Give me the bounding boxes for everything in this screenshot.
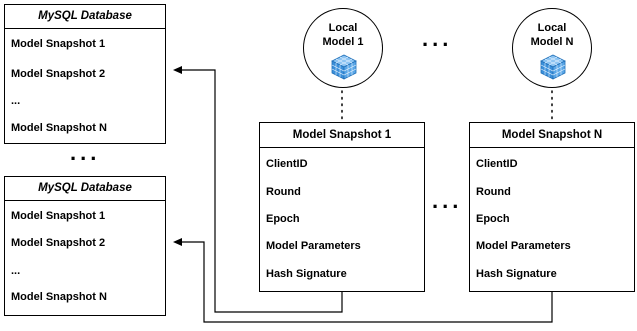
local-model-label: Model N bbox=[530, 36, 574, 48]
database-row: Model Snapshot N bbox=[11, 122, 107, 134]
local-model-label: Local bbox=[328, 22, 358, 34]
snapshot-field: Epoch bbox=[266, 213, 300, 225]
local-model-label: Model 1 bbox=[322, 36, 364, 48]
local-model-n: Local Model N bbox=[512, 8, 592, 88]
snapshot-field: Epoch bbox=[476, 213, 510, 225]
database-separator: ... bbox=[70, 140, 101, 165]
arrowhead-db2 bbox=[173, 238, 182, 246]
cube-icon bbox=[331, 54, 357, 80]
database-row: ... bbox=[11, 265, 21, 277]
cube-icon bbox=[540, 54, 566, 80]
snapshot-title: Model Snapshot N bbox=[470, 123, 634, 148]
snapshot-field: ClientID bbox=[476, 158, 518, 170]
mysql-database-2: MySQL Database Model Snapshot 1 Model Sn… bbox=[4, 176, 166, 316]
arrowhead-db1 bbox=[173, 66, 182, 74]
database-title: MySQL Database bbox=[5, 5, 165, 29]
arrow-snapshotN-to-db2 bbox=[180, 241, 553, 323]
database-row: Model Snapshot 1 bbox=[11, 38, 106, 50]
database-row: Model Snapshot 2 bbox=[11, 237, 106, 249]
snapshot-field: Round bbox=[266, 186, 301, 198]
database-row: Model Snapshot 1 bbox=[11, 210, 106, 222]
snapshot-field: Model Parameters bbox=[476, 240, 571, 252]
database-row: ... bbox=[11, 95, 21, 107]
snapshot-title: Model Snapshot 1 bbox=[260, 123, 424, 148]
snapshot-field: Model Parameters bbox=[266, 240, 361, 252]
models-separator: ... bbox=[422, 26, 453, 51]
database-row: Model Snapshot 2 bbox=[11, 68, 106, 80]
model-snapshot-n: Model Snapshot N ClientID Round Epoch Mo… bbox=[469, 122, 635, 292]
snapshots-separator: ... bbox=[432, 188, 463, 213]
arrow-snapshot1-to-db1 bbox=[180, 69, 343, 313]
snapshot-field: Hash Signature bbox=[266, 268, 347, 280]
local-model-1: Local Model 1 bbox=[303, 8, 383, 88]
local-model-label: Local bbox=[537, 22, 567, 34]
model-snapshot-1: Model Snapshot 1 ClientID Round Epoch Mo… bbox=[259, 122, 425, 292]
snapshot-field: Round bbox=[476, 186, 511, 198]
database-title: MySQL Database bbox=[5, 177, 165, 201]
database-row: Model Snapshot N bbox=[11, 291, 107, 303]
snapshot-field: Hash Signature bbox=[476, 268, 557, 280]
snapshot-field: ClientID bbox=[266, 158, 308, 170]
mysql-database-1: MySQL Database Model Snapshot 1 Model Sn… bbox=[4, 4, 166, 144]
